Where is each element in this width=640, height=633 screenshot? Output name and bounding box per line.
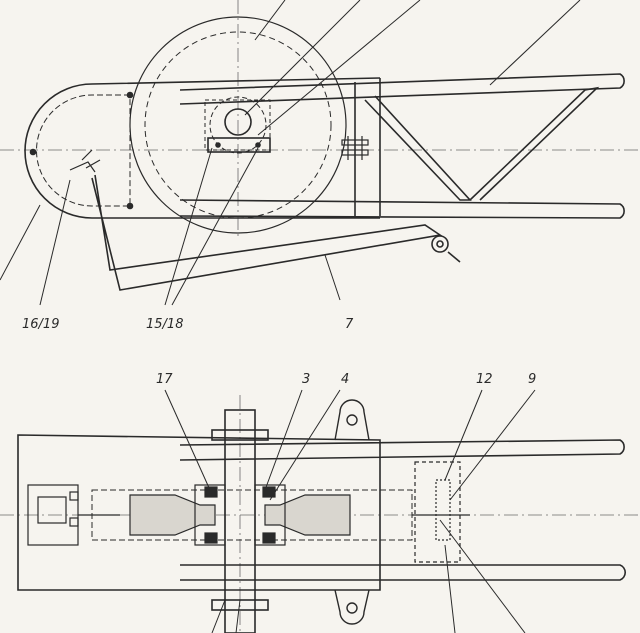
bottom-leaders (164, 389, 536, 633)
hub (204, 99, 271, 153)
label-15-18: 15/18 (146, 317, 183, 332)
end-fitting (27, 484, 120, 546)
chain-guard-inner (36, 94, 131, 207)
wheel-section (129, 484, 351, 546)
housing (17, 434, 381, 591)
label-12: 12 (476, 372, 493, 387)
bottom-view (0, 389, 640, 633)
frame-tubes (179, 73, 625, 219)
top-view (0, 0, 640, 306)
top-leaders (0, 0, 581, 306)
tensioner-block (412, 461, 470, 563)
label-7: 7 (345, 317, 354, 332)
bottom-tubes (179, 439, 626, 581)
tensioner (69, 149, 101, 173)
clamp (341, 136, 369, 160)
lever-7 (91, 174, 461, 291)
chain-guard (24, 77, 381, 219)
label-16-19: 16/19 (22, 317, 59, 332)
label-3: 3 (302, 372, 310, 387)
label-17: 17 (156, 372, 173, 387)
label-4: 4 (341, 372, 349, 387)
label-9: 9 (528, 372, 536, 387)
lifting-eyes (334, 399, 370, 625)
